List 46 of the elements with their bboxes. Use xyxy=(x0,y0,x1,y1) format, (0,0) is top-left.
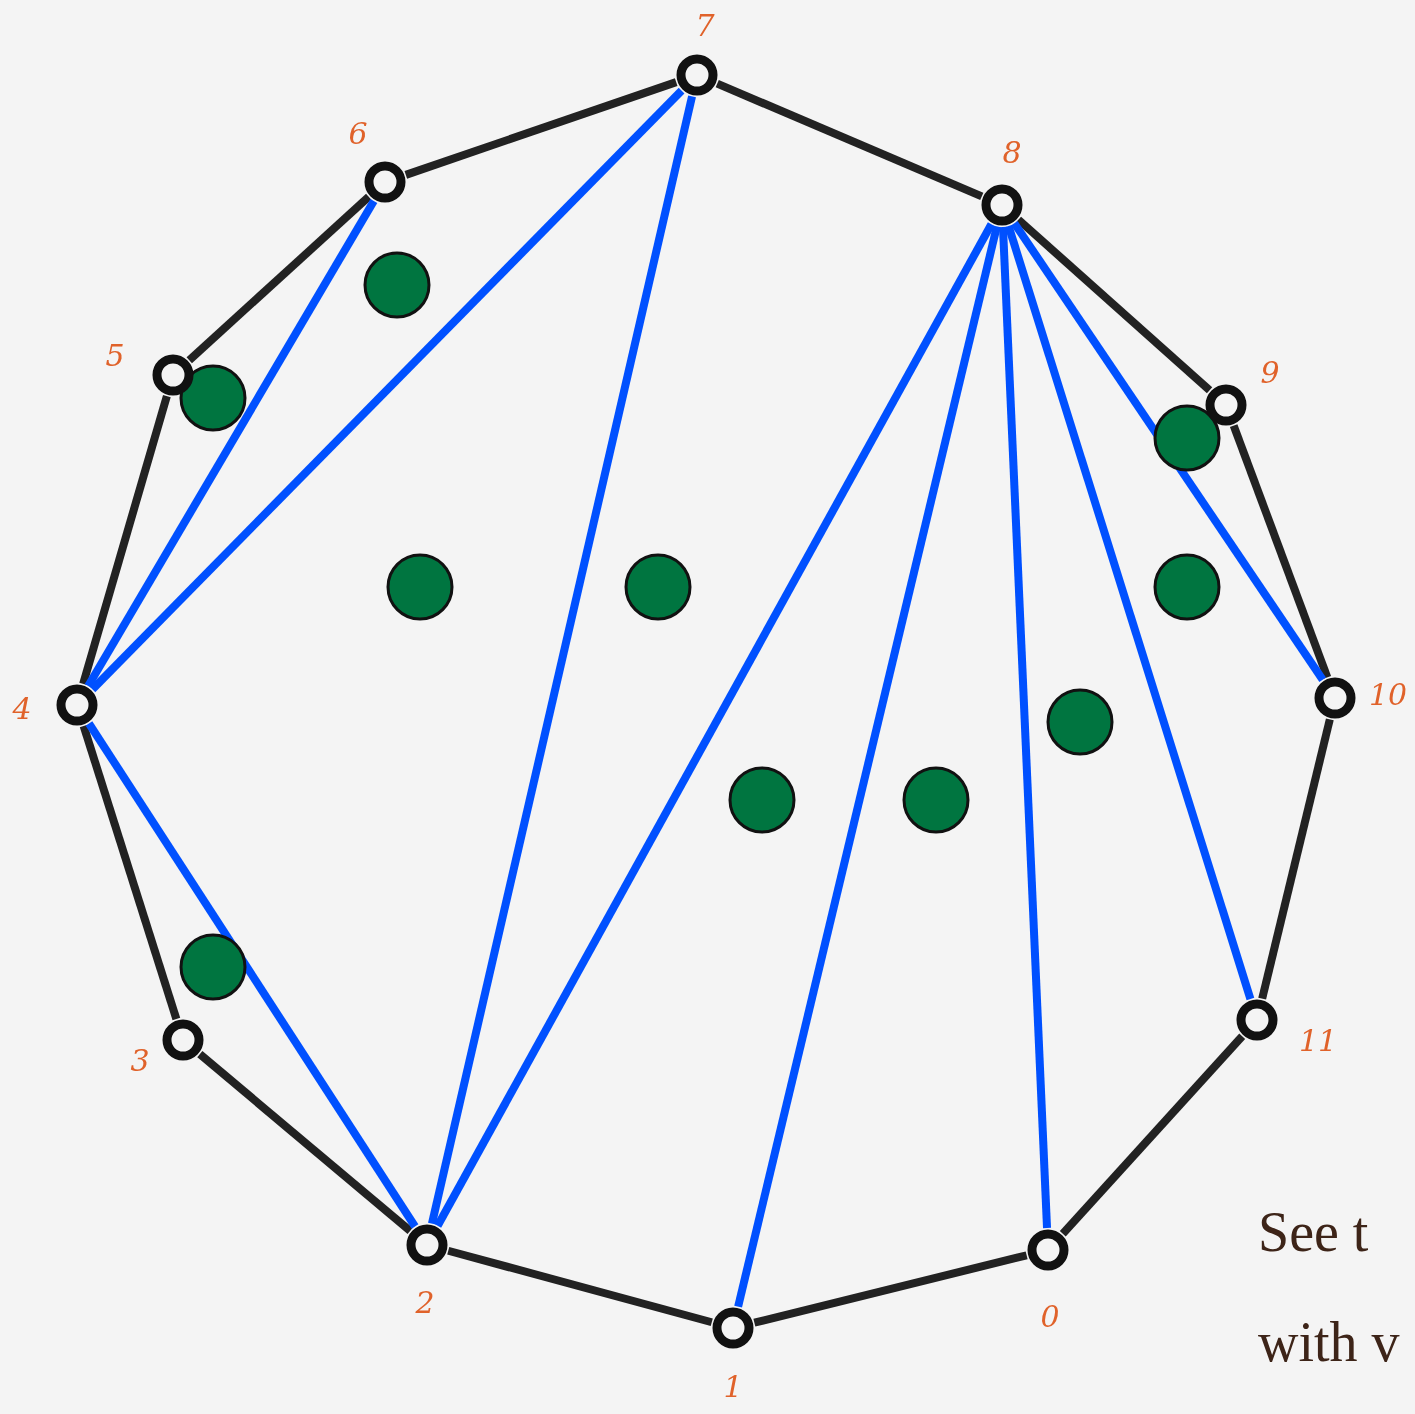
diagonal-line xyxy=(89,87,685,693)
polygon-side xyxy=(404,78,678,179)
diagonal-line xyxy=(84,198,378,689)
vertex-ring xyxy=(1313,676,1357,720)
vertex-ring xyxy=(1204,383,1248,427)
polygon-side xyxy=(753,1251,1028,1327)
diagonal-line xyxy=(434,222,995,1228)
vertex-number: 2 xyxy=(415,1284,435,1320)
polygon-side xyxy=(79,724,181,1021)
vertex-ring xyxy=(55,683,99,727)
polygon-side xyxy=(1059,1033,1246,1237)
vertex-number: 1 xyxy=(723,1368,743,1404)
vertex-number: 10 xyxy=(1368,676,1408,712)
vertex-number: 4 xyxy=(12,690,32,726)
vertex-ring xyxy=(1026,1228,1070,1272)
diagonal-line xyxy=(1011,221,1326,682)
vertex-number: 0 xyxy=(1040,1298,1060,1334)
vertex-number: 9 xyxy=(1260,354,1280,390)
diagonal-line xyxy=(1004,224,1255,1001)
polygon-side xyxy=(447,1246,713,1327)
polygon-side xyxy=(186,193,372,364)
polygon-side xyxy=(79,395,171,685)
vertex-number: 8 xyxy=(1002,134,1022,170)
vertex-ring xyxy=(151,353,195,397)
polygon-side xyxy=(1258,718,1334,1000)
vertex-ring xyxy=(363,160,407,204)
note-text: See t xyxy=(1258,1200,1369,1264)
polygon-side xyxy=(1015,216,1213,394)
vertex-ring xyxy=(161,1018,205,1062)
vertex-ring xyxy=(980,183,1024,227)
diagonal-line xyxy=(85,721,419,1229)
vertex-ring xyxy=(675,53,719,97)
polygon-side xyxy=(715,79,984,201)
vertex-ring xyxy=(1235,998,1279,1042)
polygon-side xyxy=(1229,424,1332,679)
vertex-number: 5 xyxy=(105,337,125,373)
vertex-number: 11 xyxy=(1298,1022,1338,1058)
vertex-number: 7 xyxy=(695,7,715,43)
vertex-ring xyxy=(711,1306,755,1350)
vertex-number: 6 xyxy=(348,115,368,151)
vertex-number: 3 xyxy=(130,1042,150,1078)
diagonal-line xyxy=(734,225,1001,1308)
note-text: with v xyxy=(1258,1310,1400,1374)
vertex-ring xyxy=(405,1223,449,1267)
diagonal-line xyxy=(428,95,696,1225)
polygon-side xyxy=(197,1051,413,1234)
